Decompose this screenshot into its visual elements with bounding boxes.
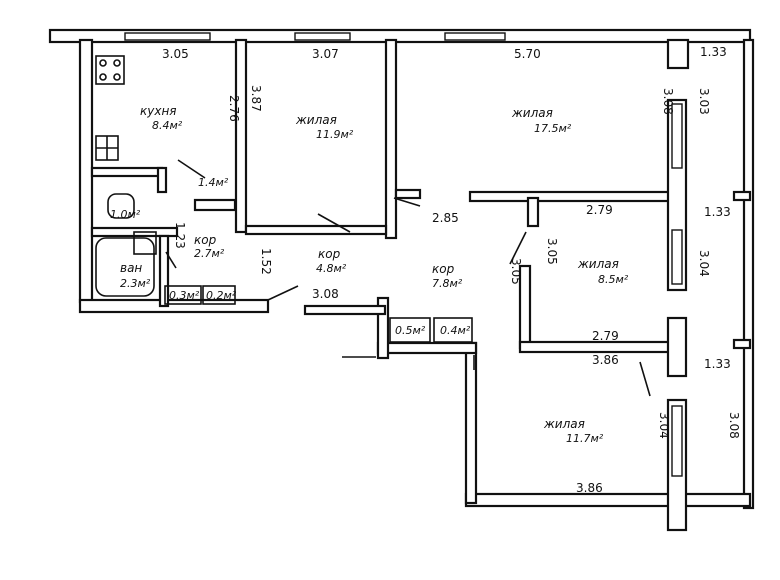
- room-area-living1: 11.9м²: [316, 128, 354, 141]
- dim-label: 2.85: [432, 211, 459, 225]
- room-area-corridor1: 2.7м²: [194, 247, 225, 260]
- dim-label: 2.79: [592, 329, 619, 343]
- room-name-living1: жилая: [295, 113, 337, 127]
- dim-label: 1.23: [173, 222, 187, 249]
- dim-label: 3.07: [312, 47, 339, 61]
- room-area-wc: 1.0м²: [110, 208, 141, 221]
- dim-label: 3.04: [657, 412, 671, 439]
- room-area-closet4: 0.4м²: [440, 324, 471, 337]
- room-area-closet1: 0.3м²: [169, 289, 200, 302]
- dim-label: 1.33: [704, 205, 731, 219]
- dim-label: 3.05: [545, 238, 559, 265]
- room-name-living3: жилая: [577, 257, 619, 271]
- room-name-corridor2: кор: [318, 247, 341, 261]
- dim-label: 1.33: [700, 45, 727, 59]
- room-area-corridor2: 4.8м²: [316, 262, 347, 275]
- bathtub-icon: [95, 237, 155, 297]
- dim-label: 3.08: [727, 412, 741, 439]
- room-area-closet2: 0.2м²: [206, 289, 237, 302]
- washbasin-icon: [133, 231, 157, 255]
- dim-label: 3.87: [249, 85, 263, 112]
- dim-label: 3.04: [697, 250, 711, 277]
- room-labels: кухня 8.4м² жилая 11.9м² жилая 17.5м² жи…: [110, 104, 629, 445]
- fixtures: [95, 55, 157, 297]
- room-name-corridor1: кор: [194, 233, 217, 247]
- stove-icon: [95, 55, 125, 85]
- dim-label: 3.08: [312, 287, 339, 301]
- room-area-corridor3: 7.8м²: [432, 277, 463, 290]
- dim-label: 2.79: [586, 203, 613, 217]
- dim-label: 3.86: [592, 353, 619, 367]
- room-area-closet3: 0.5м²: [395, 324, 426, 337]
- dim-label: 1.33: [704, 357, 731, 371]
- dim-label: 3.05: [162, 47, 189, 61]
- dim-label: 3.86: [576, 481, 603, 495]
- room-area-bath: 2.3м²: [120, 277, 151, 290]
- room-area-kitchen: 8.4м²: [152, 119, 183, 132]
- room-area-living2: 17.5м²: [534, 122, 572, 135]
- room-name-living2: жилая: [511, 106, 553, 120]
- dim-label: 3.05: [509, 258, 523, 285]
- dim-label: 3.08: [661, 88, 675, 115]
- outer-walls: [48, 28, 755, 510]
- dim-label: 3.03: [697, 88, 711, 115]
- room-area-living4: 11.7м²: [566, 432, 604, 445]
- room-area-hall-small: 1.4м²: [198, 176, 229, 189]
- doors: [165, 159, 651, 397]
- room-name-kitchen: кухня: [140, 104, 177, 118]
- scan-artifacts: [342, 355, 475, 370]
- toilet-icon: [107, 193, 135, 219]
- dim-label: 5.70: [514, 47, 541, 61]
- interior-walls: [90, 38, 752, 532]
- dim-label: 2.76: [227, 95, 241, 122]
- room-name-corridor3: кор: [432, 262, 455, 276]
- room-name-living4: жилая: [543, 417, 585, 431]
- room-area-living3: 8.5м²: [598, 273, 629, 286]
- dimension-labels: 3.05 3.07 5.70 1.33 2.85 2.79 1.33 3.08 …: [162, 45, 741, 495]
- room-name-bath: ван: [120, 261, 142, 275]
- dim-label: 1.52: [259, 248, 273, 275]
